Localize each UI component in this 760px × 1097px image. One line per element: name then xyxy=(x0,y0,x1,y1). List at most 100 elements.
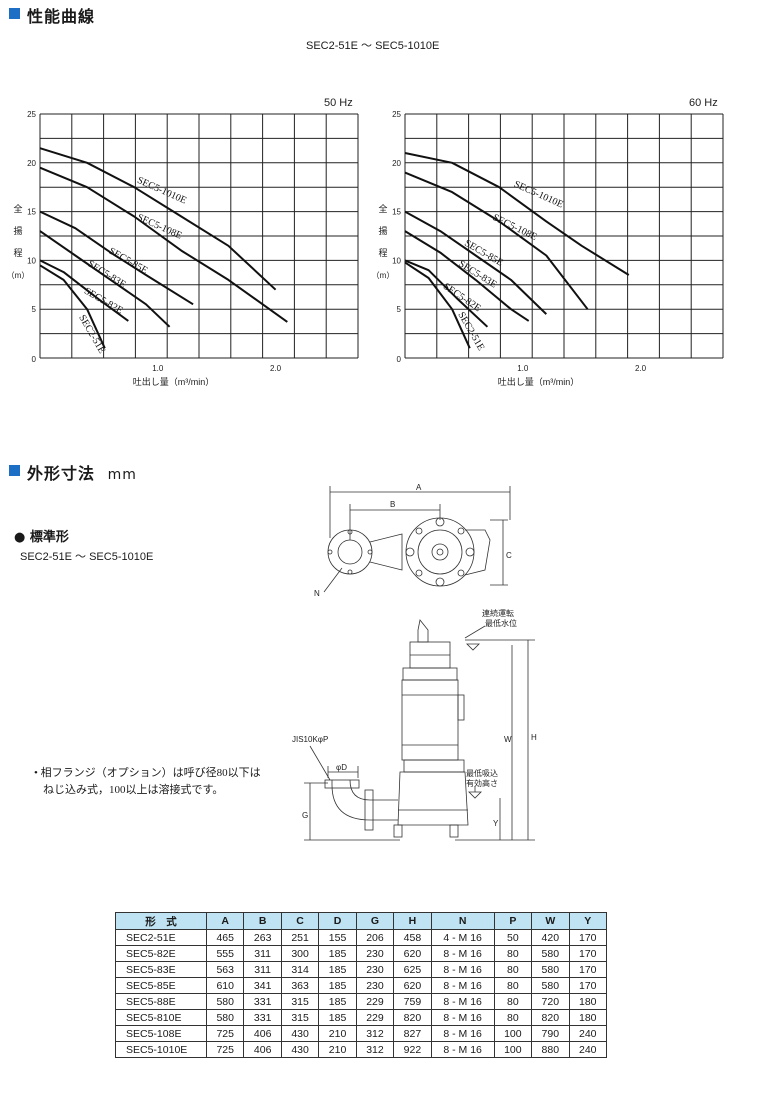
y-axis-label: 全 xyxy=(13,203,22,214)
col-header-y: Y xyxy=(568,912,607,930)
table-cell-model: SEC5-83E xyxy=(115,961,207,978)
table-cell: 312 xyxy=(355,1041,395,1058)
table-cell: 315 xyxy=(280,993,320,1010)
table-cell: 341 xyxy=(243,977,282,994)
table-cell: 8 - M 16 xyxy=(430,993,495,1010)
dim-d-label: φD xyxy=(336,763,347,772)
table-cell: 8 - M 16 xyxy=(430,1009,495,1026)
series-line xyxy=(39,147,277,291)
col-header-d: D xyxy=(318,912,357,930)
col-header-n: N xyxy=(430,912,495,930)
table-cell: 80 xyxy=(493,945,533,962)
table-cell: 363 xyxy=(280,977,320,994)
table-cell: 625 xyxy=(393,961,432,978)
table-cell: 580 xyxy=(531,945,570,962)
table-cell: 229 xyxy=(355,1009,395,1026)
table-cell: 312 xyxy=(355,1025,395,1042)
y-tick-label: 5 xyxy=(397,305,402,314)
table-cell: 759 xyxy=(393,993,432,1010)
dimensions-title: 外形寸法 mm xyxy=(27,460,137,484)
standard-type-title: ● 標準形 xyxy=(14,526,69,545)
y-tick-label: 15 xyxy=(392,208,401,217)
series-line xyxy=(39,210,194,306)
series-line xyxy=(39,166,288,323)
note-line-1: • 相フランジ（オプション）は呼び径80以下は xyxy=(34,767,261,779)
table-cell: 406 xyxy=(243,1025,282,1042)
table-cell: 240 xyxy=(568,1041,607,1058)
table-cell: 8 - M 16 xyxy=(430,945,495,962)
table-cell: 206 xyxy=(355,929,395,946)
table-cell: 406 xyxy=(243,1041,282,1058)
table-cell: 430 xyxy=(280,1041,320,1058)
lifting-eye-shape xyxy=(417,619,429,643)
table-cell: 820 xyxy=(531,1009,570,1026)
table-cell: 8 - M 16 xyxy=(430,977,495,994)
col-header-w: W xyxy=(531,912,570,930)
table-cell: 185 xyxy=(318,961,357,978)
dim-y-label: Y xyxy=(493,819,499,828)
table-cell: 170 xyxy=(568,929,607,946)
section-marker-icon xyxy=(9,8,20,19)
table-cell-model: SEC5-1010E xyxy=(115,1041,207,1058)
col-header-g: G xyxy=(355,912,395,930)
table-cell: 210 xyxy=(318,1041,357,1058)
motor-body-shape xyxy=(401,679,459,761)
table-cell-model: SEC2-51E xyxy=(115,929,207,946)
table-cell: 314 xyxy=(280,961,320,978)
chart-grid xyxy=(39,113,359,359)
table-cell-model: SEC5-82E xyxy=(115,945,207,962)
table-cell: 420 xyxy=(531,929,570,946)
bullet-icon: ● xyxy=(14,530,26,545)
table-cell: 180 xyxy=(568,1009,607,1026)
dim-w-label: W xyxy=(504,735,512,744)
table-cell: 210 xyxy=(318,1025,357,1042)
table-cell: 50 xyxy=(493,929,533,946)
dim-p-label: JIS10KφP xyxy=(292,735,328,744)
table-cell: 315 xyxy=(280,1009,320,1026)
col-header-p: P xyxy=(493,912,533,930)
note-bullet-icon: • xyxy=(34,767,38,779)
table-cell: 230 xyxy=(355,945,395,962)
table-cell: 311 xyxy=(243,961,282,978)
table-cell: 80 xyxy=(493,961,533,978)
series-line xyxy=(404,259,489,328)
y-axis-label: （m） xyxy=(7,271,30,280)
suction-label-1: 最低吸込 xyxy=(466,768,498,778)
dimensions-unit: mm xyxy=(107,467,137,483)
table-cell: 580 xyxy=(205,1009,245,1026)
model-range: SEC2-51E ～ SEC5-1010E xyxy=(306,40,440,52)
series-line xyxy=(404,230,530,322)
pump-housing-shape xyxy=(405,517,475,587)
y-tick-label: 5 xyxy=(32,305,37,314)
dim-g-label: G xyxy=(302,811,308,820)
table-cell: 100 xyxy=(493,1041,533,1058)
table-cell: 610 xyxy=(205,977,245,994)
table-cell-model: SEC5-88E xyxy=(115,993,207,1010)
performance-title: 性能曲線 xyxy=(27,7,96,26)
y-axis-label: （m） xyxy=(372,271,395,280)
x-axis-label: 吐出し量（m³/min） xyxy=(498,376,580,387)
origin-label: 0 xyxy=(397,355,402,364)
standard-type-label: 標準形 xyxy=(29,530,69,545)
flange-note: • 相フランジ（オプション）は呼び径80以下は ねじ込み式，100以上は溶接式で… xyxy=(34,765,261,799)
table-cell: 185 xyxy=(318,993,357,1010)
y-tick-label: 20 xyxy=(27,159,36,168)
table-cell: 620 xyxy=(393,945,432,962)
x-axis-label: 吐出し量（m³/min） xyxy=(133,376,215,387)
series-line xyxy=(404,171,589,310)
table-cell: 580 xyxy=(205,993,245,1010)
x-tick-label: 2.0 xyxy=(635,364,647,373)
table-cell: 185 xyxy=(318,977,357,994)
table-cell: 229 xyxy=(355,993,395,1010)
table-cell: 80 xyxy=(493,977,533,994)
series-line xyxy=(404,210,547,315)
table-cell: 430 xyxy=(280,1025,320,1042)
water-level-label-2: 最低水位 xyxy=(485,618,517,628)
discharge-flange-shape xyxy=(324,779,360,789)
pump-drawing: A B C N H W G Y φD JIS10KφP 連続運転 最低水位 最低… xyxy=(292,483,537,841)
